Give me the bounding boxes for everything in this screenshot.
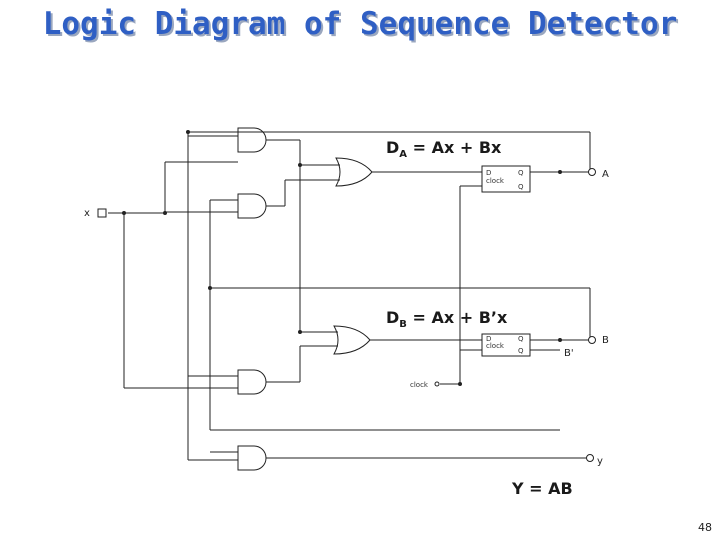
ffa-d-label: D bbox=[486, 169, 491, 177]
slide-title: Logic Diagram of Sequence Detector bbox=[42, 6, 678, 42]
ffb-qbar-label: Q bbox=[518, 347, 524, 355]
page-number: 48 bbox=[698, 521, 712, 534]
clock-terminal bbox=[434, 381, 440, 387]
output-y-label: y bbox=[597, 456, 603, 467]
input-x-label: x bbox=[84, 208, 90, 219]
ffb-clock-label: clock bbox=[486, 342, 505, 350]
output-b-terminal bbox=[588, 336, 596, 344]
ffa-q-label: Q bbox=[518, 169, 524, 177]
output-a-label: A bbox=[602, 169, 609, 180]
equation-db: DB = Ax + B’x bbox=[386, 308, 508, 330]
output-b-bar-label: B' bbox=[564, 348, 574, 359]
ffb-d-label: D bbox=[486, 335, 491, 343]
output-b-label: B bbox=[602, 335, 609, 346]
ffa-clock-label: clock bbox=[486, 177, 505, 185]
output-a-terminal bbox=[588, 168, 596, 176]
output-y-terminal bbox=[586, 454, 594, 462]
equation-da: DA = Ax + Bx bbox=[386, 138, 502, 160]
input-x-terminal bbox=[97, 208, 107, 218]
ffb-q-label: Q bbox=[518, 335, 524, 343]
ffa-qbar-label: Q bbox=[518, 183, 524, 191]
equation-y: Y = AB bbox=[511, 479, 573, 498]
clock-input-label: clock bbox=[410, 381, 429, 389]
